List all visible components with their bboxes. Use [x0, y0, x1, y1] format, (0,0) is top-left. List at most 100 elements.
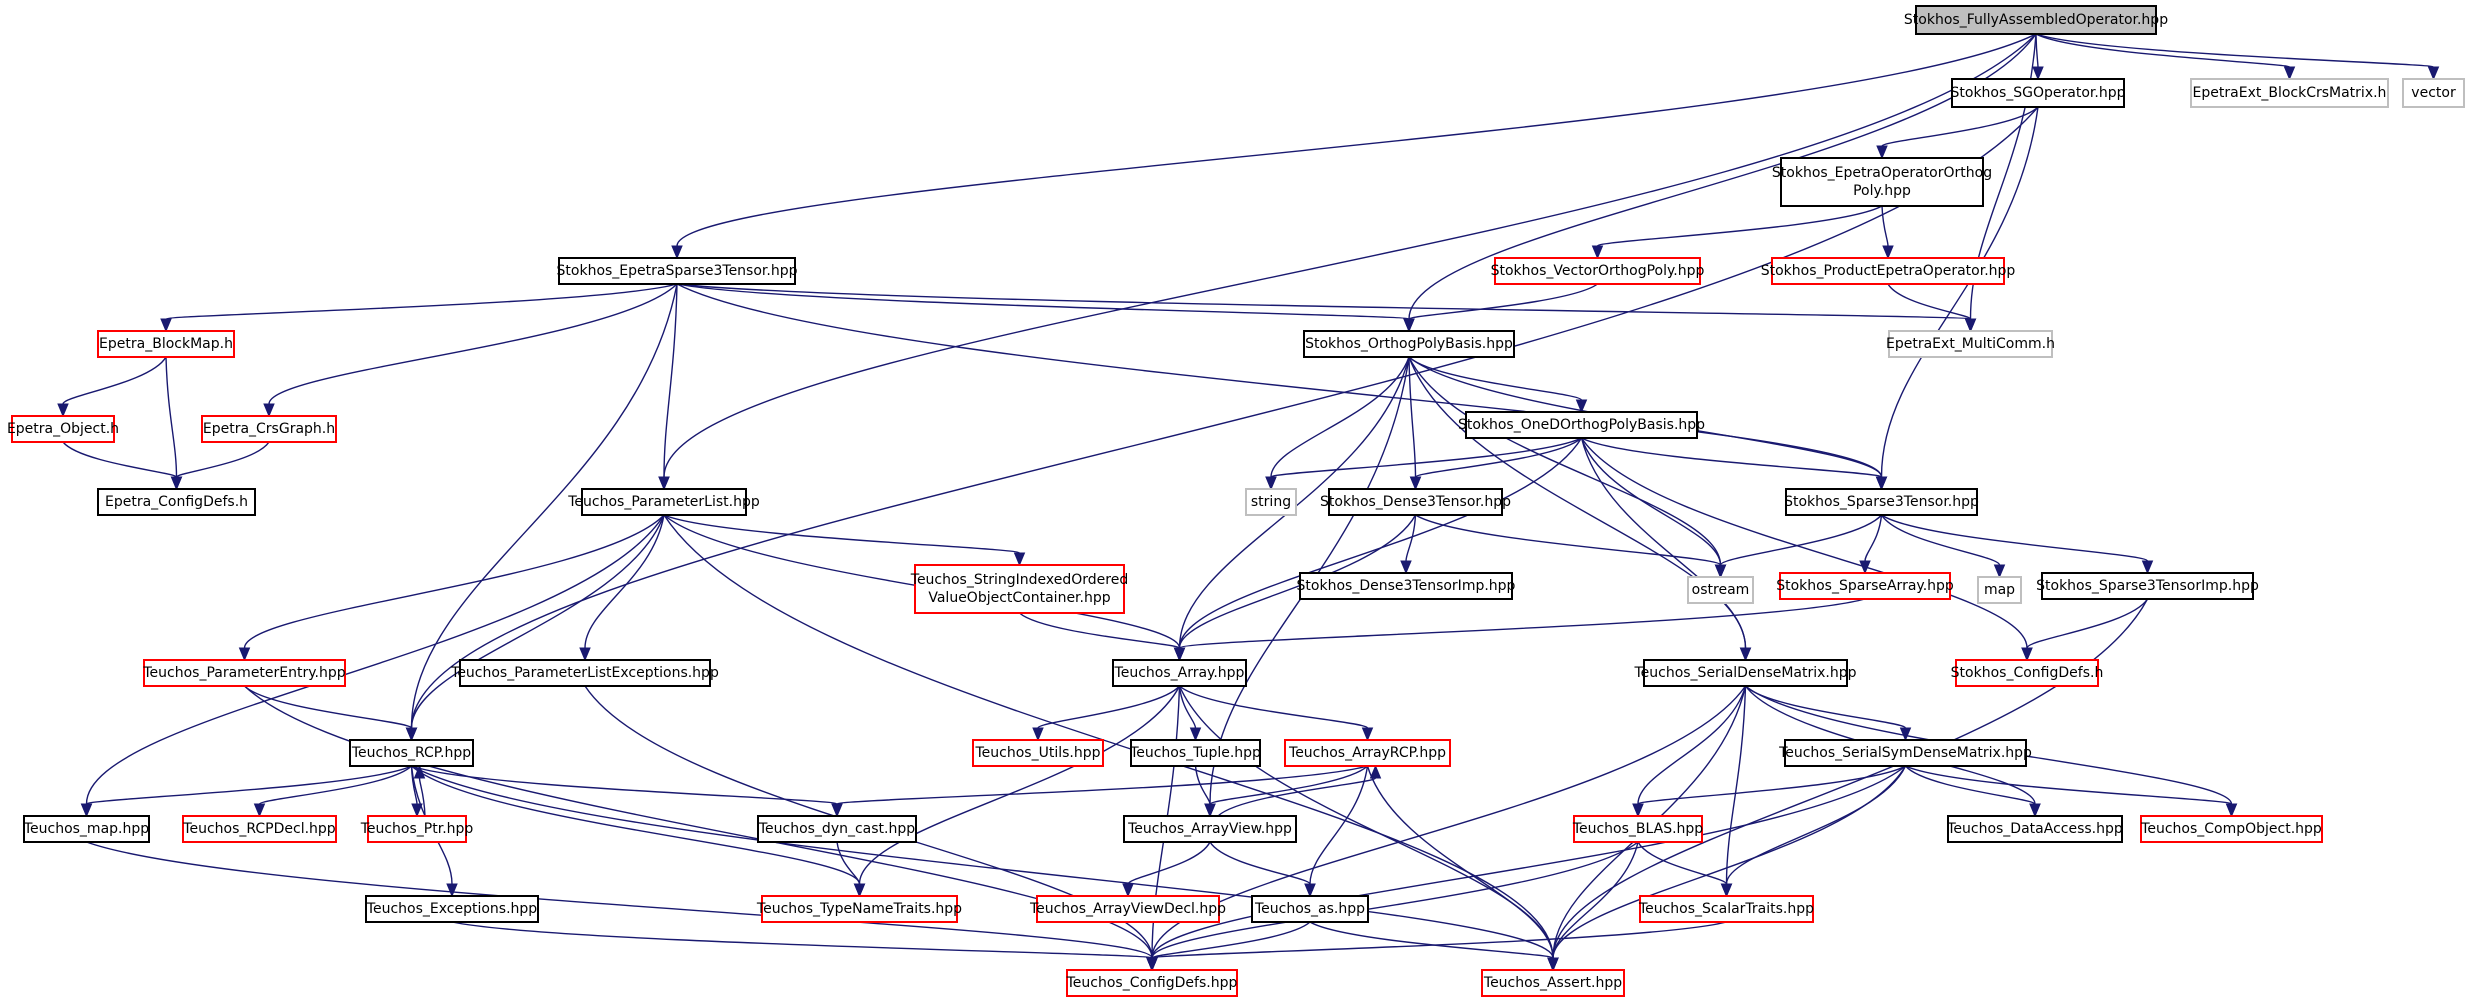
node-blockcrs[interactable]: EpetraExt_BlockCrsMatrix.h — [2190, 78, 2389, 108]
node-label: Teuchos_dyn_cast.hpp — [758, 821, 915, 837]
node-arcp[interactable]: Teuchos_ArrayRCP.hpp — [1284, 739, 1451, 767]
edge-eoop-to-peo — [1881, 205, 1894, 260]
node-label: Teuchos_Ptr.hpp — [360, 821, 474, 837]
node-label: Teuchos_map.hpp — [23, 821, 149, 837]
edge-dyncast-to-tnt — [836, 841, 866, 898]
edge-root-to-vector — [2035, 33, 2440, 81]
edge-sivoc-to-array — [1019, 612, 1186, 662]
edge-root-to-es3t — [671, 33, 2037, 260]
node-sgop[interactable]: Stokhos_SGOperator.hpp — [1951, 78, 2126, 108]
node-label: Epetra_ConfigDefs.h — [105, 494, 248, 510]
node-assert[interactable]: Teuchos_Assert.hpp — [1481, 969, 1625, 997]
node-map[interactable]: map — [1977, 576, 2022, 604]
node-label: Teuchos_StringIndexedOrdered — [910, 572, 1128, 588]
node-peo[interactable]: Stokhos_ProductEpetraOperator.hpp — [1761, 257, 2016, 285]
node-s3timp[interactable]: Stokhos_Sparse3TensorImp.hpp — [2036, 572, 2259, 600]
node-ostream[interactable]: ostream — [1687, 576, 1754, 604]
node-s3t[interactable]: Stokhos_Sparse3Tensor.hpp — [1784, 488, 1979, 516]
node-exceptions[interactable]: Teuchos_Exceptions.hpp — [365, 895, 539, 923]
node-tconfig[interactable]: Teuchos_ConfigDefs.hpp — [1066, 969, 1238, 997]
node-label: Teuchos_ConfigDefs.hpp — [1066, 975, 1238, 991]
node-label: Teuchos_RCPDecl.hpp — [182, 821, 336, 837]
node-compobj[interactable]: Teuchos_CompObject.hpp — [2140, 815, 2323, 843]
node-plexc[interactable]: Teuchos_ParameterListExceptions.hpp — [450, 659, 719, 687]
edge-rcp-to-dyncast — [411, 765, 843, 818]
node-object[interactable]: Epetra_Object.h — [7, 415, 119, 443]
node-plist[interactable]: Teuchos_ParameterList.hpp — [567, 488, 760, 516]
node-label: Teuchos_ArrayViewDecl.hpp — [1029, 901, 1226, 917]
edge-as-to-tconfig — [1146, 921, 1311, 972]
node-label: Teuchos_Utils.hpp — [975, 745, 1101, 761]
node-label: Stokhos_ConfigDefs.h — [1951, 665, 2104, 681]
node-configdefs-e[interactable]: Epetra_ConfigDefs.h — [97, 488, 256, 516]
node-blas[interactable]: Teuchos_BLAS.hpp — [1572, 815, 1703, 843]
node-vector[interactable]: vector — [2402, 78, 2465, 108]
edge-ssdm-to-compobj — [1905, 765, 2238, 818]
node-d3timp[interactable]: Stokhos_Dense3TensorImp.hpp — [1297, 572, 1516, 600]
node-arrayview[interactable]: Teuchos_ArrayView.hpp — [1123, 815, 1297, 843]
node-es3t[interactable]: Stokhos_EpetraSparse3Tensor.hpp — [557, 257, 798, 285]
node-label: Poly.hpp — [1853, 183, 1911, 199]
node-label: Teuchos_DataAccess.hpp — [1946, 821, 2123, 837]
node-tuple[interactable]: Teuchos_Tuple.hpp — [1129, 739, 1261, 767]
node-label: Stokhos_SGOperator.hpp — [1951, 85, 2126, 101]
edge-rcp-to-tmap — [80, 765, 412, 818]
node-label: ValueObjectContainer.hpp — [928, 590, 1110, 606]
node-utils[interactable]: Teuchos_Utils.hpp — [972, 739, 1104, 767]
node-label: Teuchos_SerialSymDenseMatrix.hpp — [1778, 745, 2032, 761]
node-multicomm[interactable]: EpetraExt_MultiComm.h — [1886, 330, 2055, 358]
edge-arrayview-to-arcp — [1217, 764, 1382, 817]
node-opb[interactable]: Stokhos_OrthogPolyBasis.hpp — [1303, 330, 1515, 358]
node-odopb[interactable]: Stokhos_OneDOrthogPolyBasis.hpp — [1458, 411, 1705, 439]
node-pentry[interactable]: Teuchos_ParameterEntry.hpp — [142, 659, 346, 687]
node-ptr[interactable]: Teuchos_Ptr.hpp — [360, 815, 474, 843]
node-blockmap[interactable]: Epetra_BlockMap.h — [97, 330, 235, 358]
node-label: Stokhos_EpetraOperatorOrthog — [1772, 165, 1992, 181]
node-sconfig[interactable]: Stokhos_ConfigDefs.h — [1951, 659, 2104, 687]
node-dyncast[interactable]: Teuchos_dyn_cast.hpp — [757, 815, 917, 843]
edge-s3t-to-sparsearray — [1859, 514, 1883, 575]
edge-rcp-to-rcpdecl — [253, 765, 412, 818]
edge-ssdm-to-blas — [1632, 765, 1906, 818]
node-label: Teuchos_ScalarTraits.hpp — [1638, 901, 1814, 917]
edge-odopb-to-string — [1265, 437, 1582, 491]
node-tmap[interactable]: Teuchos_map.hpp — [23, 815, 150, 843]
node-label: ostream — [1692, 582, 1750, 598]
node-dataaccess[interactable]: Teuchos_DataAccess.hpp — [1946, 815, 2123, 843]
node-sparsearray[interactable]: Stokhos_SparseArray.hpp — [1776, 572, 1954, 600]
node-label: Teuchos_Assert.hpp — [1483, 975, 1622, 991]
node-scalar[interactable]: Teuchos_ScalarTraits.hpp — [1638, 895, 1814, 923]
node-label: vector — [2411, 85, 2456, 101]
node-vop[interactable]: Stokhos_VectorOrthogPoly.hpp — [1491, 257, 1705, 285]
node-tnt[interactable]: Teuchos_TypeNameTraits.hpp — [756, 895, 962, 923]
edge-es3t-to-multicomm — [676, 283, 1977, 333]
edge-crsgraph-to-configdefs_e — [170, 441, 270, 491]
edge-blas-to-scalar — [1637, 841, 1733, 898]
node-sdm[interactable]: Teuchos_SerialDenseMatrix.hpp — [1633, 659, 1857, 687]
node-label: Stokhos_OneDOrthogPolyBasis.hpp — [1458, 417, 1705, 433]
edge-eoop-to-vop — [1591, 205, 1883, 260]
edge-array-to-utils — [1032, 685, 1181, 742]
edge-array-to-tnt — [853, 685, 1181, 898]
node-label: Stokhos_Sparse3TensorImp.hpp — [2036, 578, 2259, 594]
node-array[interactable]: Teuchos_Array.hpp — [1112, 659, 1247, 687]
edge-as-to-assert — [1309, 921, 1559, 972]
node-label: map — [1984, 582, 2015, 598]
node-avdecl[interactable]: Teuchos_ArrayViewDecl.hpp — [1029, 895, 1226, 923]
node-ssdm[interactable]: Teuchos_SerialSymDenseMatrix.hpp — [1778, 739, 2032, 767]
edge-array-to-arcp — [1179, 685, 1374, 742]
node-sivoc[interactable]: Teuchos_StringIndexedOrderedValueObjectC… — [910, 564, 1128, 614]
edge-s3t-to-ostream — [1714, 514, 1883, 579]
node-crsgraph[interactable]: Epetra_CrsGraph.h — [201, 415, 337, 443]
node-label: Teuchos_Tuple.hpp — [1129, 745, 1261, 761]
node-rcp[interactable]: Teuchos_RCP.hpp — [349, 739, 474, 767]
node-root[interactable]: Stokhos_FullyAssembledOperator.hpp — [1904, 5, 2168, 35]
node-as[interactable]: Teuchos_as.hpp — [1251, 895, 1369, 923]
edge-blockmap-to-object — [57, 356, 167, 418]
node-rcpdecl[interactable]: Teuchos_RCPDecl.hpp — [182, 815, 337, 843]
node-string[interactable]: string — [1245, 488, 1297, 516]
node-d3t[interactable]: Stokhos_Dense3Tensor.hpp — [1320, 488, 1511, 516]
edge-s3timp-to-assert — [1547, 598, 2149, 972]
edge-ptr-to-rcp — [413, 764, 426, 817]
